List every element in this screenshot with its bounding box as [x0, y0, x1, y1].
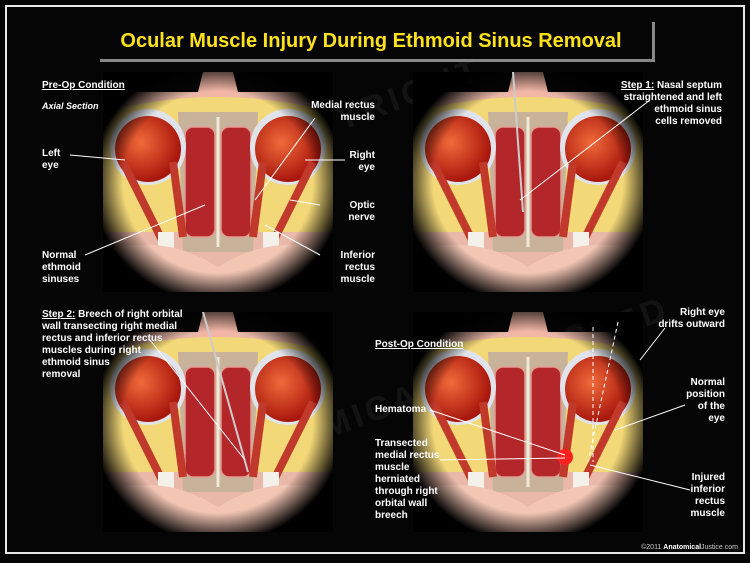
- title-box: Ocular Muscle Injury During Ethmoid Sinu…: [100, 22, 655, 62]
- border-frame: [5, 5, 745, 554]
- pre-op-axial-illustration: [103, 72, 333, 292]
- post-op-heading: Post-Op Condition: [375, 339, 464, 350]
- copyright: ©2011 AnatomicalJustice.com: [641, 544, 738, 551]
- page-title: Ocular Muscle Injury During Ethmoid Sinu…: [120, 30, 622, 52]
- hematoma-label: Hematoma: [375, 404, 427, 415]
- pre-op-heading: Pre-Op Condition: [42, 80, 125, 91]
- axial-section-label: Axial Section: [42, 101, 99, 111]
- step1-illustration: [413, 72, 643, 292]
